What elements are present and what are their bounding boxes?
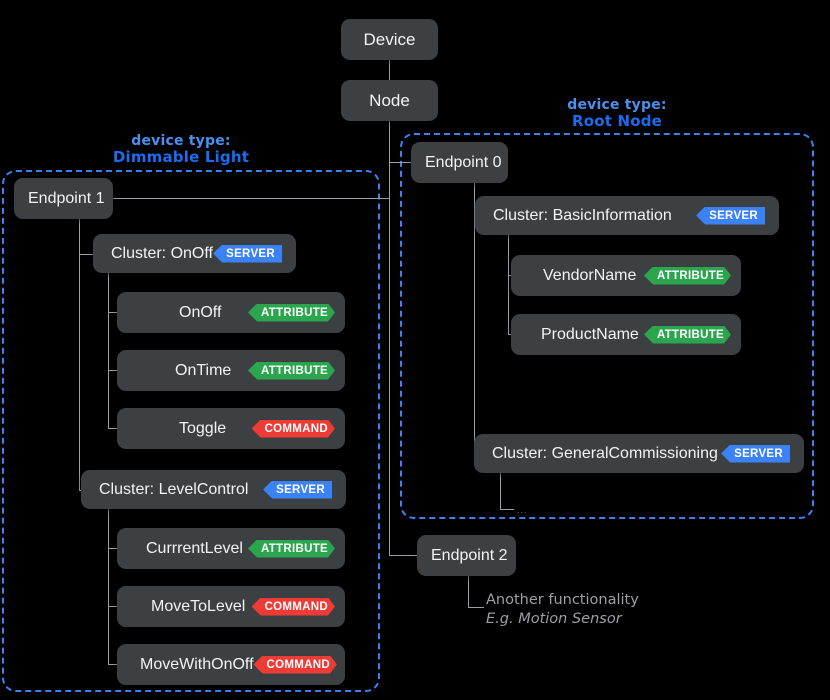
devtype-label-name: Root Node xyxy=(571,112,663,131)
devtype-caption-dimmable-light: device type: Dimmable Light xyxy=(101,133,261,166)
leaf-label: MoveToLevel xyxy=(151,597,246,615)
endpoint-box-endpoint1[interactable]: Endpoint 1 xyxy=(14,178,113,219)
leaf-label: Toggle xyxy=(179,419,227,437)
connector-levelcontrol-trunk xyxy=(108,508,109,664)
leaf-label: MoveWithOnOff xyxy=(140,655,254,673)
connector-trunk-endpoint1 xyxy=(113,198,390,199)
cluster-box-basicinformation[interactable]: Cluster: BasicInformation SERVER xyxy=(475,196,779,235)
annotation-endpoint2: Another functionality E.g. Motion Sensor xyxy=(486,591,639,629)
cluster-label: Cluster: GeneralCommissioning xyxy=(492,444,718,462)
leaf-label: OnOff xyxy=(179,303,222,321)
leaf-box-currentlevel-attribute[interactable]: CurrrentLevel ATTRIBUTE xyxy=(117,528,345,569)
badge-command: COMMAND xyxy=(254,656,337,674)
region-dimmable-light xyxy=(2,170,380,692)
leaf-label: ProductName xyxy=(541,325,639,343)
connector-endpoint2-note xyxy=(468,607,484,608)
connector-trunk-endpoint2 xyxy=(389,555,417,556)
annotation-line-1: Another functionality xyxy=(486,592,639,608)
devtype-label-top: device type: xyxy=(567,97,667,113)
leaf-box-productname-attribute[interactable]: ProductName ATTRIBUTE xyxy=(511,314,741,355)
cluster-label: Cluster: LevelControl xyxy=(99,480,249,498)
badge-server: SERVER xyxy=(721,444,790,463)
connector-onoff-ontime xyxy=(108,370,122,371)
connector-device-node xyxy=(389,60,390,80)
connector-node-trunk xyxy=(389,121,390,555)
badge-command: COMMAND xyxy=(252,420,335,438)
node-box-device[interactable]: Device xyxy=(341,19,438,60)
badge-attribute: ATTRIBUTE xyxy=(248,304,335,322)
endpoint-label: Endpoint 0 xyxy=(425,153,502,171)
annotation-line-2: E.g. Motion Sensor xyxy=(486,611,622,627)
node-label: Device xyxy=(363,29,416,49)
badge-server: SERVER xyxy=(213,244,282,263)
connector-onoff-toggle xyxy=(108,428,122,429)
cluster-box-onoff[interactable]: Cluster: OnOff SERVER xyxy=(93,234,296,273)
badge-attribute: ATTRIBUTE xyxy=(644,326,731,344)
connector-endpoint0-trunk xyxy=(474,182,475,454)
cluster-box-levelcontrol[interactable]: Cluster: LevelControl SERVER xyxy=(81,470,346,509)
leaf-label: CurrrentLevel xyxy=(146,539,243,557)
region-root-node xyxy=(400,133,814,519)
connector-trunk-endpoint0 xyxy=(389,162,411,163)
leaf-box-movetolevel-command[interactable]: MoveToLevel COMMAND xyxy=(117,586,345,627)
leaf-label: OnTime xyxy=(175,361,232,379)
connector-levelcontrol-movewithonoff xyxy=(108,664,122,665)
endpoint-label: Endpoint 2 xyxy=(431,546,508,564)
node-label: Node xyxy=(369,90,410,110)
cluster-label: Cluster: OnOff xyxy=(111,244,213,262)
badge-attribute: ATTRIBUTE xyxy=(248,362,335,380)
connector-onoff-onoffattr xyxy=(108,312,122,313)
connector-levelcontrol-movetolevel xyxy=(108,606,122,607)
connector-basicinfo-trunk xyxy=(508,234,509,334)
endpoint-label: Endpoint 1 xyxy=(28,189,105,207)
connector-endpoint1-onoff xyxy=(79,254,93,255)
badge-attribute: ATTRIBUTE xyxy=(248,540,335,558)
leaf-box-movewithonoff-command[interactable]: MoveWithOnOff COMMAND xyxy=(117,644,345,685)
endpoint-box-endpoint2[interactable]: Endpoint 2 xyxy=(417,535,516,576)
leaf-box-onoff-attribute[interactable]: OnOff ATTRIBUTE xyxy=(117,292,345,333)
connector-generalcomm-more xyxy=(500,509,514,510)
node-box-node[interactable]: Node xyxy=(341,80,438,121)
connector-generalcomm-trunk xyxy=(500,472,501,510)
endpoint-box-endpoint0[interactable]: Endpoint 0 xyxy=(411,142,508,183)
leaf-box-toggle-command[interactable]: Toggle COMMAND xyxy=(117,408,345,449)
badge-server: SERVER xyxy=(263,480,332,499)
devtype-caption-root-node: device type: Root Node xyxy=(537,97,697,130)
connector-levelcontrol-currentlevel xyxy=(108,548,122,549)
devtype-label-top: device type: xyxy=(131,133,231,149)
connector-endpoint2-trunk xyxy=(468,575,469,608)
badge-command: COMMAND xyxy=(252,598,335,616)
cluster-label: Cluster: BasicInformation xyxy=(493,206,672,224)
connector-onoff-trunk xyxy=(108,272,109,428)
connector-endpoint1-trunk xyxy=(79,218,80,490)
cluster-box-generalcommissioning[interactable]: Cluster: GeneralCommissioning SERVER xyxy=(474,434,804,473)
badge-attribute: ATTRIBUTE xyxy=(644,267,731,285)
leaf-box-vendorname-attribute[interactable]: VendorName ATTRIBUTE xyxy=(511,255,741,296)
leaf-box-ontime-attribute[interactable]: OnTime ATTRIBUTE xyxy=(117,350,345,391)
badge-server: SERVER xyxy=(696,206,765,225)
leaf-label: VendorName xyxy=(543,266,637,284)
generalcomm-more-ellipsis: ... xyxy=(517,505,528,515)
devtype-label-name: Dimmable Light xyxy=(112,148,250,167)
